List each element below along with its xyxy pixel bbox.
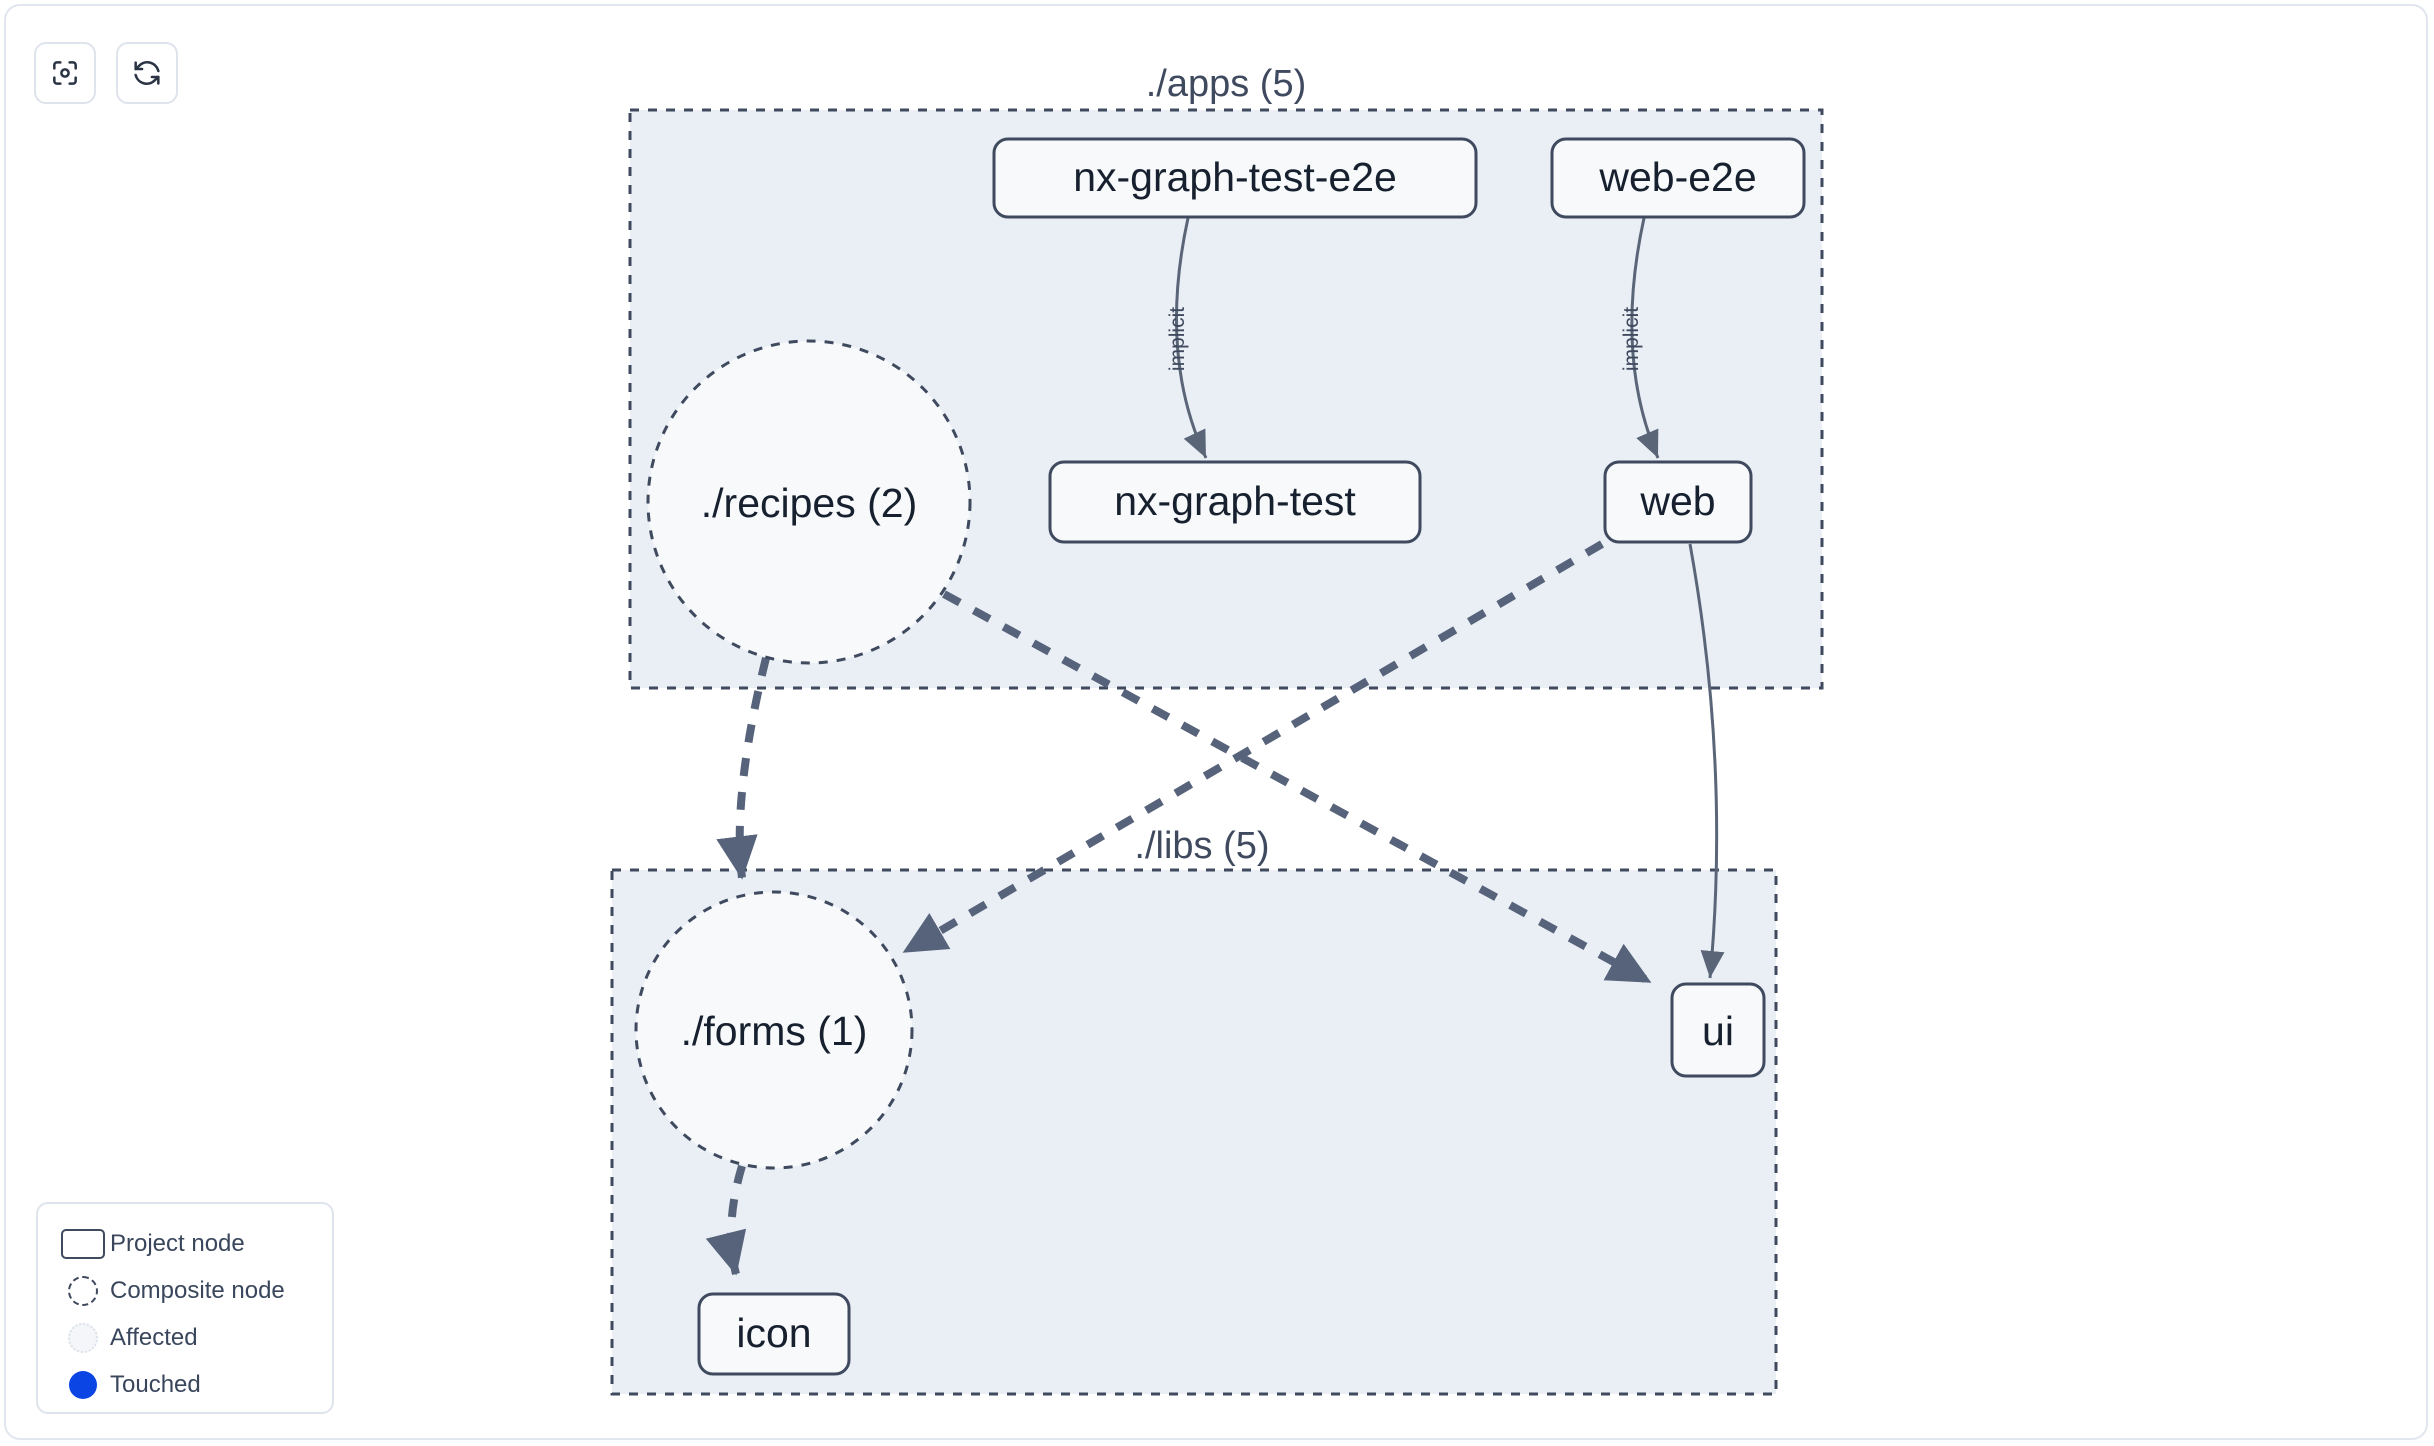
node-forms-circle[interactable] (634, 890, 914, 1170)
node-web-label: web (1639, 478, 1715, 524)
node-icon-label: icon (736, 1310, 811, 1356)
legend-label-composite-node: Composite node (110, 1276, 285, 1304)
edge-web-to-ui[interactable] (1688, 543, 1725, 979)
node-web-e2e-box[interactable] (1550, 137, 1806, 219)
graph-toolbar (34, 42, 178, 104)
node-nx-graph-test-e2e-label: nx-graph-test-e2e (1073, 154, 1397, 200)
project-node-swatch-icon (56, 1228, 110, 1259)
legend-item-project-node: Project node (56, 1220, 314, 1267)
legend-item-composite-node: Composite node (56, 1267, 314, 1314)
node-nx-graph-test-e2e-box[interactable] (992, 137, 1478, 219)
legend-label-affected: Affected (110, 1323, 198, 1351)
node-recipes-circle[interactable] (646, 339, 972, 665)
node-nx-graph-test-label: nx-graph-test (1114, 478, 1356, 524)
node-web-e2e[interactable]: web-e2e (1550, 137, 1806, 219)
node-recipes[interactable]: ./recipes (2) (646, 339, 972, 665)
node-ui-box[interactable] (1670, 982, 1766, 1078)
node-web-box[interactable] (1603, 460, 1753, 544)
node-recipes-label: ./recipes (2) (701, 480, 917, 526)
edge-forms-to-icon[interactable] (705, 1164, 747, 1276)
group-apps-title: ./apps (5) (1146, 63, 1307, 105)
refresh-graph-button[interactable] (116, 42, 178, 104)
node-ui[interactable]: ui (1670, 982, 1766, 1078)
edge-label-implicit-1: implicit (1166, 307, 1189, 371)
node-ui-label: ui (1702, 1008, 1734, 1054)
group-libs-title: ./libs (5) (1134, 825, 1269, 867)
edge-recipes-to-forms[interactable] (716, 657, 770, 880)
node-icon-box[interactable] (697, 1292, 851, 1376)
node-nx-graph-test-e2e[interactable]: nx-graph-test-e2e (992, 137, 1478, 219)
edge-web-e2e-to-web-path[interactable] (1630, 217, 1660, 459)
focus-target-icon (49, 57, 81, 89)
touched-swatch-icon (56, 1370, 110, 1399)
refresh-icon (131, 57, 163, 89)
project-graph[interactable]: ./apps (5) ./libs (5) implicit (6, 6, 2428, 1440)
composite-node-swatch-icon (56, 1275, 110, 1306)
legend-label-project-node: Project node (110, 1229, 245, 1257)
edge-nx-graph-test-e2e-to-nx-graph-test[interactable]: implicit (1166, 217, 1208, 459)
edge-web-to-ui-path[interactable] (1688, 543, 1725, 979)
node-web-e2e-label: web-e2e (1598, 154, 1756, 200)
edge-web-e2e-to-web[interactable]: implicit (1620, 217, 1660, 459)
node-forms[interactable]: ./forms (1) (634, 890, 914, 1170)
node-nx-graph-test[interactable]: nx-graph-test (1048, 460, 1422, 544)
legend-item-touched: Touched (56, 1361, 314, 1408)
node-web[interactable]: web (1603, 460, 1753, 544)
graph-legend: Project node Composite node Affected Tou… (36, 1202, 334, 1414)
affected-swatch-icon (56, 1322, 110, 1353)
focus-graph-button[interactable] (34, 42, 96, 104)
edge-nx-graph-test-e2e-to-nx-graph-test-path[interactable] (1174, 217, 1208, 459)
node-forms-label: ./forms (1) (681, 1008, 868, 1054)
graph-canvas[interactable]: ./apps (5) ./libs (5) implicit (4, 4, 2428, 1440)
node-nx-graph-test-box[interactable] (1048, 460, 1422, 544)
edge-recipes-to-forms-path[interactable] (716, 657, 770, 880)
edge-label-implicit-2: implicit (1620, 307, 1643, 371)
legend-item-affected: Affected (56, 1314, 314, 1361)
edge-forms-to-icon-path[interactable] (705, 1164, 747, 1276)
node-icon[interactable]: icon (697, 1292, 851, 1376)
legend-label-touched: Touched (110, 1370, 201, 1398)
